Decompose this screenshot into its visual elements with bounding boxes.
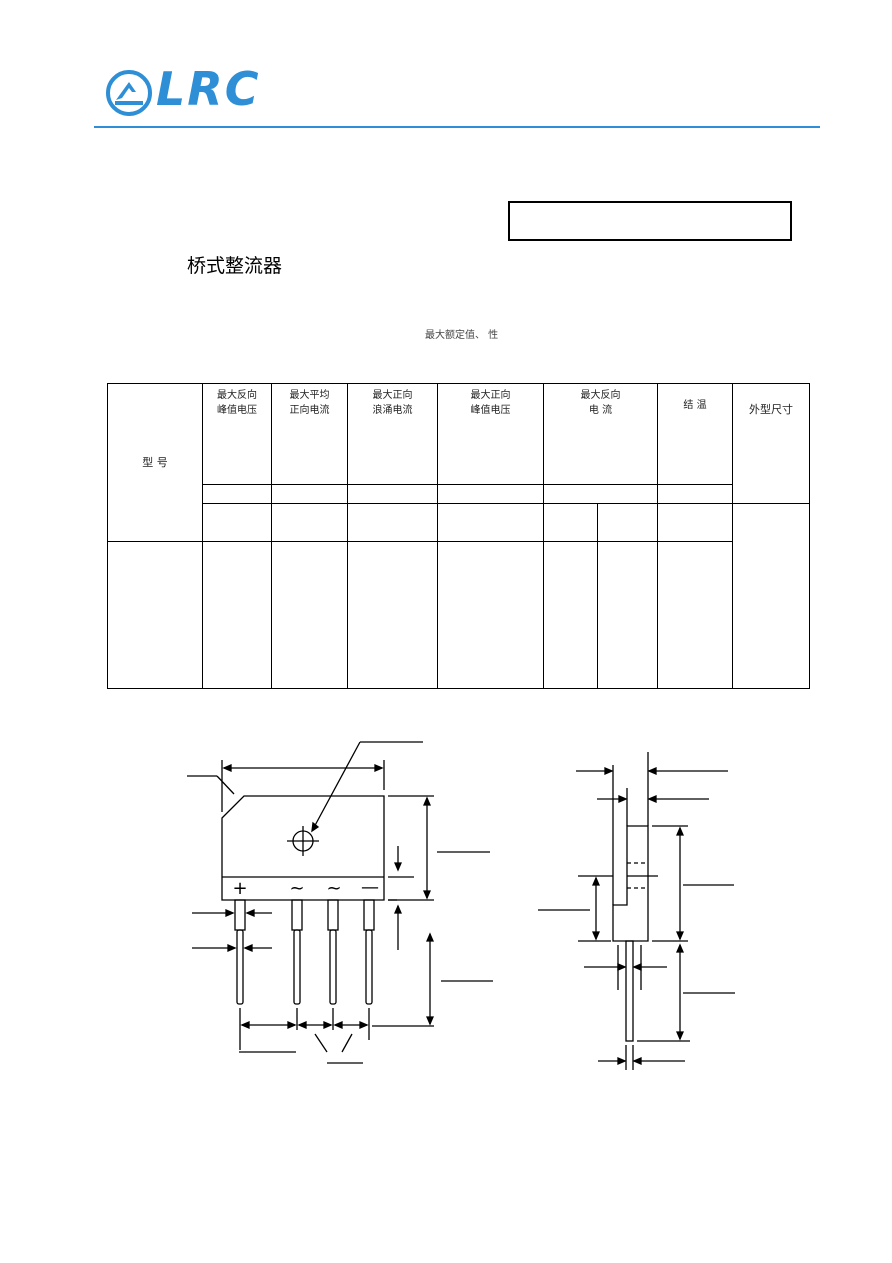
data-cell — [347, 541, 438, 689]
size-header: 外型尺寸 — [732, 383, 810, 504]
symbol-cell — [597, 503, 658, 542]
header-col-1-line2: 峰值电压 — [217, 405, 257, 416]
symbol-cell — [271, 503, 348, 542]
ratings-caption: 最大额定值、 性 — [425, 330, 499, 341]
symbol-cell — [657, 503, 733, 542]
header-col-2-line2: 正向电流 — [289, 405, 330, 416]
size-header-label: 外型尺寸 — [749, 403, 793, 416]
page-title: 桥式整流器 — [187, 255, 283, 277]
unit-cell — [657, 484, 733, 504]
data-cell — [657, 541, 733, 689]
front-view-drawing — [187, 741, 493, 1064]
header-col-2-line1: 最大平均 — [289, 390, 330, 401]
unit-cell — [543, 484, 658, 504]
unit-cell — [347, 484, 438, 504]
unit-cell — [202, 484, 272, 504]
data-cell — [271, 541, 348, 689]
data-cell — [107, 541, 203, 689]
symbol-cell — [202, 503, 272, 542]
header-col-6: 结 温 — [657, 383, 733, 485]
data-cell — [597, 541, 658, 689]
pin-symbol-3: ~ — [326, 878, 341, 899]
header-col-3-line2: 浪涌电流 — [372, 405, 413, 416]
side-view-drawing — [538, 752, 735, 1070]
header-col-5: 最大反向电 流 — [543, 383, 658, 485]
header-col-4-line1: 最大正向 — [470, 390, 511, 401]
header-col-2: 最大平均正向电流 — [271, 383, 348, 485]
symbol-cell — [347, 503, 438, 542]
data-cell — [202, 541, 272, 689]
header-col-4-line2: 峰值电压 — [470, 405, 511, 416]
pin-symbol-4: — — [361, 877, 379, 898]
pin-symbol-1: + — [232, 878, 247, 899]
header-col-1-line1: 最大反向 — [217, 390, 257, 401]
unit-cell — [271, 484, 348, 504]
header-col-4: 最大正向峰值电压 — [437, 383, 544, 485]
lrc-logo-icon — [106, 70, 152, 116]
header-col-3: 最大正向浪涌电流 — [347, 383, 438, 485]
spec-table: 型 号 最大反向峰值电压 最大平均正向电流 最大正向浪涌电流 最大正向峰值电压 … — [107, 383, 810, 689]
header-col-6-line1: 结 温 — [683, 400, 707, 411]
logo-text: LRC — [156, 62, 261, 116]
data-cell — [437, 541, 544, 689]
pin-symbols: + ~ ~ — — [232, 877, 379, 899]
header-col-5-line1: 最大反向 — [580, 390, 621, 401]
header-col-1: 最大反向峰值电压 — [202, 383, 272, 485]
size-cell — [732, 503, 810, 689]
data-cell — [543, 541, 598, 689]
symbol-cell — [437, 503, 544, 542]
model-header: 型 号 — [107, 383, 203, 542]
pin-symbol-2: ~ — [289, 878, 304, 899]
header-col-5-line2: 电 流 — [588, 405, 613, 416]
header-col-3-line1: 最大正向 — [372, 390, 413, 401]
symbol-cell — [543, 503, 598, 542]
part-number-box — [508, 201, 792, 241]
header-divider — [94, 126, 820, 128]
unit-cell — [437, 484, 544, 504]
